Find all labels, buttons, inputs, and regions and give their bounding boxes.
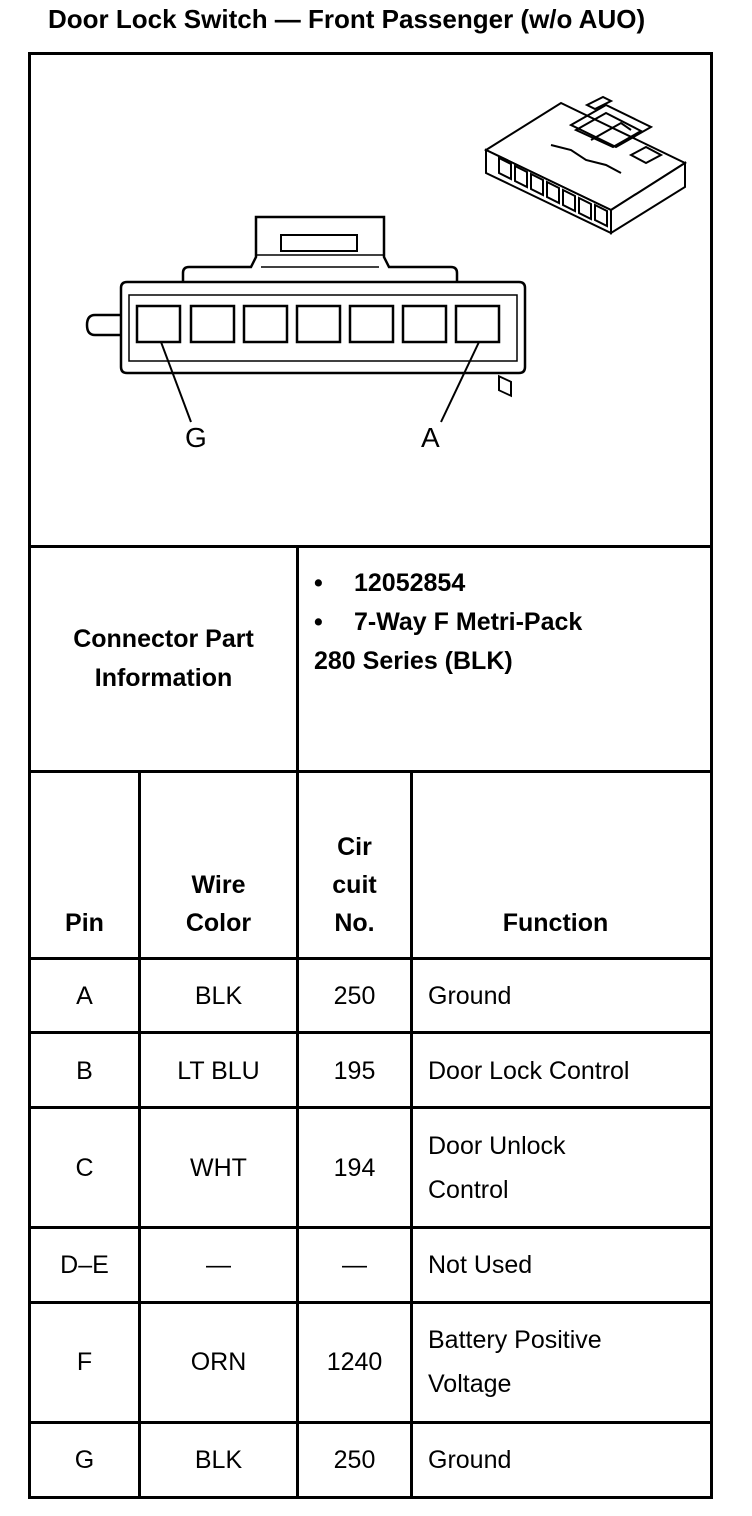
connector-series: 280 Series (BLK) bbox=[314, 647, 513, 675]
divider-connector-info bbox=[28, 770, 713, 773]
header-function: Function bbox=[502, 909, 609, 937]
connector-diagram bbox=[85, 95, 688, 423]
divider-col-circuit bbox=[410, 772, 413, 1498]
connector-face bbox=[85, 215, 527, 375]
row-b-pin: B bbox=[76, 1057, 93, 1085]
row-f-function: Battery Positive Voltage bbox=[428, 1326, 602, 1398]
divider-bottom bbox=[28, 1496, 713, 1499]
pin-cavity-b bbox=[401, 304, 448, 344]
connector-info-label: Connector Part Information bbox=[31, 620, 296, 698]
row-c-function: Door Unlock Control bbox=[428, 1132, 566, 1204]
row-c-color: WHT bbox=[190, 1154, 247, 1182]
divider-row-c bbox=[28, 1226, 713, 1229]
header-wire-color: Wire Color bbox=[185, 871, 252, 937]
connector-info-label-line2: Information bbox=[94, 664, 233, 692]
connector-type: 7-Way F Metri-Pack bbox=[354, 608, 583, 636]
divider-row-b bbox=[28, 1106, 713, 1109]
pin-cavities bbox=[135, 304, 501, 344]
divider-info-col bbox=[296, 547, 299, 772]
pin-cavity-d bbox=[295, 304, 342, 344]
connector-table-frame bbox=[28, 52, 713, 1498]
pin-cavity-g bbox=[135, 304, 182, 344]
row-f-circuit: 1240 bbox=[326, 1348, 383, 1376]
divider-col-wire bbox=[296, 772, 299, 1498]
row-de-color: — bbox=[206, 1251, 231, 1279]
header-circuit-no: Cir cuit No. bbox=[332, 833, 377, 937]
header-pin: Pin bbox=[65, 909, 104, 937]
row-g-pin: G bbox=[74, 1446, 95, 1474]
pin-cavity-c bbox=[348, 304, 395, 344]
divider-row-a bbox=[28, 1031, 713, 1034]
divider-col-pin bbox=[138, 772, 141, 1498]
page-title: Door Lock Switch — Front Passenger (w/o … bbox=[48, 4, 646, 34]
connector-info-item: •12052854 bbox=[314, 569, 466, 597]
row-b-function: Door Lock Control bbox=[428, 1057, 630, 1085]
row-b-circuit: 195 bbox=[333, 1057, 376, 1085]
row-f-color: ORN bbox=[190, 1348, 247, 1376]
row-a-color: BLK bbox=[194, 982, 243, 1010]
row-c-circuit: 194 bbox=[333, 1154, 376, 1182]
connector-info-label-line1: Connector Part bbox=[73, 625, 254, 653]
leader-line-g bbox=[160, 341, 192, 423]
divider-row-de bbox=[28, 1301, 713, 1304]
pin-label-g: G bbox=[185, 422, 207, 453]
divider-row-f bbox=[28, 1421, 713, 1424]
pin-cavity-f bbox=[189, 304, 236, 344]
connector-info-item: •7-Way F Metri-Pack bbox=[314, 608, 583, 636]
leader-line-a bbox=[440, 341, 480, 423]
connector-info-list: •12052854 •7-Way F Metri-Pack 280 Series… bbox=[314, 564, 582, 681]
pin-cavity-e bbox=[242, 304, 289, 344]
row-de-pin: D–E bbox=[60, 1251, 109, 1279]
connector-3d-illustration bbox=[483, 95, 688, 398]
row-g-color: BLK bbox=[194, 1446, 243, 1474]
pin-cavity-a bbox=[454, 304, 501, 344]
row-c-pin: C bbox=[75, 1154, 94, 1182]
part-number: 12052854 bbox=[354, 569, 466, 597]
row-f-pin: F bbox=[76, 1348, 93, 1376]
row-de-function: Not Used bbox=[428, 1251, 533, 1279]
row-g-circuit: 250 bbox=[333, 1446, 376, 1474]
divider-header bbox=[28, 957, 713, 960]
pin-label-a: A bbox=[421, 422, 440, 453]
row-g-function: Ground bbox=[428, 1446, 512, 1474]
row-de-circuit: — bbox=[342, 1251, 367, 1279]
row-a-pin: A bbox=[76, 982, 93, 1010]
row-b-color: LT BLU bbox=[177, 1057, 260, 1085]
row-a-circuit: 250 bbox=[333, 982, 376, 1010]
divider-diagram bbox=[28, 545, 713, 548]
row-a-function: Ground bbox=[428, 982, 512, 1010]
